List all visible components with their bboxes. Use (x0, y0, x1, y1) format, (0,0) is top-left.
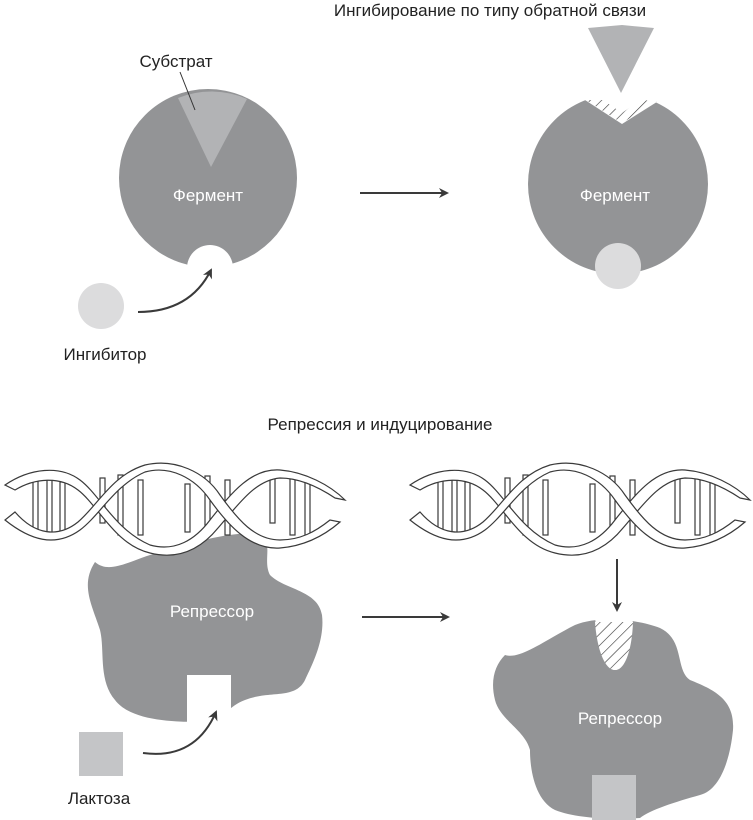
dna-strand-b-right (409, 462, 747, 549)
dna-strand-b-left (4, 462, 342, 549)
lactose-square (79, 732, 123, 776)
hatched-dna-binding-site (595, 622, 633, 670)
dna-helix-left (3, 462, 347, 556)
enzyme-left-label: Фермент (173, 186, 243, 205)
inhibitor-circle (78, 283, 124, 329)
enzyme-right: Фермент (528, 25, 708, 289)
substrate-wedge-free (588, 25, 654, 93)
repression-title: Репрессия и индуцирование (268, 415, 493, 434)
dna-helix-right (408, 462, 752, 556)
repressor-right-body (493, 619, 734, 819)
enzyme-right-body (528, 94, 708, 274)
enzyme-left: Фермент (119, 89, 297, 267)
repressor-left-body (87, 533, 323, 722)
lactose-curved-arrow (142, 710, 218, 755)
substrate-wedge (178, 91, 247, 167)
substrate-label: Субстрат (139, 52, 212, 71)
repressor-right-label: Репрессор (578, 709, 662, 728)
enzyme-left-body (119, 89, 297, 267)
inhibitor-curved-arrow (137, 268, 212, 313)
repressor-left: Репрессор (87, 533, 323, 722)
bound-inhibitor-circle (595, 243, 641, 289)
substrate-leader-line (179, 71, 196, 111)
enzyme-right-label: Фермент (580, 186, 650, 205)
inhibitor-label: Ингибитор (63, 345, 146, 364)
dna-strand-a-left (3, 469, 347, 556)
feedback-inhibition-title: Ингибирование по типу обратной связи (334, 1, 646, 20)
bound-lactose-square (592, 775, 636, 820)
repressor-left-label: Репрессор (170, 602, 254, 621)
repressor-right: Репрессор (493, 619, 734, 820)
dna-strand-a-right (408, 469, 752, 556)
lactose-label: Лактоза (68, 789, 131, 808)
